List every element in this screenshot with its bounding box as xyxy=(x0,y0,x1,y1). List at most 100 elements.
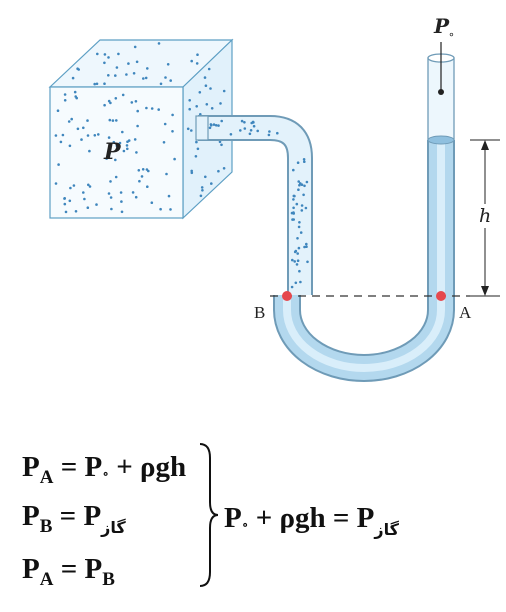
gas-particle xyxy=(186,127,190,131)
gas-particle xyxy=(297,225,301,229)
gas-particle xyxy=(291,258,294,262)
gas-particle xyxy=(125,73,128,76)
gas-particle xyxy=(127,139,131,142)
gas-particle xyxy=(145,168,149,171)
gas-particle xyxy=(133,138,137,141)
gas-particle xyxy=(135,60,139,64)
gas-particle xyxy=(121,93,125,97)
gas-particle xyxy=(248,132,252,136)
gas-particle xyxy=(222,167,226,170)
manometer-diagram: P P ∘ h B A xyxy=(48,14,500,382)
gas-particle xyxy=(107,56,110,59)
gas-particle xyxy=(72,184,76,187)
gas-particle xyxy=(115,144,119,147)
gas-particle xyxy=(300,204,304,207)
gas-particle xyxy=(74,95,77,98)
gas-particle xyxy=(146,67,149,70)
gas-particle xyxy=(297,188,300,191)
gas-particle xyxy=(194,155,198,158)
gas-particle xyxy=(107,74,110,77)
gas-particle xyxy=(256,129,260,133)
atm-pressure-subscript: ∘ xyxy=(448,28,455,41)
gas-particle xyxy=(95,203,98,206)
gas-particle xyxy=(196,147,200,151)
gas-particle xyxy=(57,163,60,166)
gas-particle xyxy=(87,183,90,187)
gas-particle xyxy=(64,210,68,214)
gas-particle xyxy=(107,99,111,103)
gas-particle xyxy=(166,63,170,66)
box-pressure-label: P xyxy=(103,139,122,165)
gas-particle xyxy=(56,109,60,112)
gas-particle xyxy=(292,168,295,172)
gas-particle xyxy=(118,141,122,145)
gas-particle xyxy=(212,123,216,126)
gas-particle xyxy=(196,53,199,56)
gas-particle xyxy=(217,124,220,127)
gas-particle xyxy=(295,263,299,266)
gas-particle xyxy=(54,182,58,185)
gas-particle xyxy=(201,189,204,192)
gas-particle xyxy=(133,45,137,49)
gas-particle xyxy=(114,97,118,100)
gas-particle xyxy=(114,158,117,162)
gas-particle xyxy=(203,76,207,79)
gas-particle xyxy=(200,186,204,189)
grouping-brace xyxy=(199,443,219,587)
height-label: h xyxy=(479,205,491,227)
gas-particle xyxy=(173,157,176,161)
gas-particle xyxy=(208,126,212,130)
gas-particle xyxy=(67,120,71,123)
gas-particle xyxy=(103,61,106,65)
gas-particle xyxy=(159,82,163,86)
gas-particle xyxy=(229,133,233,136)
gas-particle xyxy=(298,269,301,273)
gas-particle xyxy=(68,144,72,148)
gas-particle xyxy=(68,199,72,203)
gas-particle xyxy=(292,194,296,198)
atm-pressure-label: P xyxy=(433,14,450,38)
gas-particle xyxy=(220,143,223,147)
height-arrow-down xyxy=(481,286,489,296)
gas-particle xyxy=(169,79,172,82)
gas-particle xyxy=(63,202,67,206)
gas-particle xyxy=(114,74,117,77)
gas-particle xyxy=(88,185,92,188)
gas-particle xyxy=(305,180,309,184)
gas-container xyxy=(48,38,234,220)
gas-particle xyxy=(299,231,303,234)
gas-particle xyxy=(299,280,302,284)
gas-particle xyxy=(119,191,123,194)
gas-particle xyxy=(297,246,301,250)
gas-particle xyxy=(303,160,306,163)
gas-particle xyxy=(86,134,90,137)
gas-particle xyxy=(300,183,304,186)
gas-particle xyxy=(105,157,108,160)
point-b-label: B xyxy=(254,303,265,322)
gas-particle xyxy=(73,90,77,94)
gas-particle xyxy=(144,76,148,80)
gas-particle xyxy=(162,141,166,144)
gas-particle xyxy=(220,119,223,123)
gas-particle xyxy=(117,52,120,56)
gas-particle xyxy=(190,129,193,132)
gas-particle xyxy=(306,260,309,264)
gas-particle xyxy=(134,195,138,199)
gas-particle xyxy=(169,208,172,211)
gas-particle xyxy=(294,281,298,285)
gas-particle xyxy=(195,105,198,108)
gas-particles xyxy=(54,42,229,214)
gas-particle xyxy=(164,76,167,79)
gas-particle xyxy=(138,179,141,183)
gas-particle xyxy=(250,121,253,125)
gas-particle xyxy=(171,130,174,133)
gas-particle xyxy=(167,194,171,198)
gas-particle xyxy=(150,107,154,110)
gas-particle xyxy=(171,113,174,117)
gas-particle xyxy=(145,106,148,110)
gas-particle xyxy=(204,84,208,87)
gas-particle xyxy=(267,133,271,137)
gas-particle xyxy=(95,82,99,86)
gas-particle xyxy=(80,138,83,141)
gas-particle xyxy=(195,140,198,144)
